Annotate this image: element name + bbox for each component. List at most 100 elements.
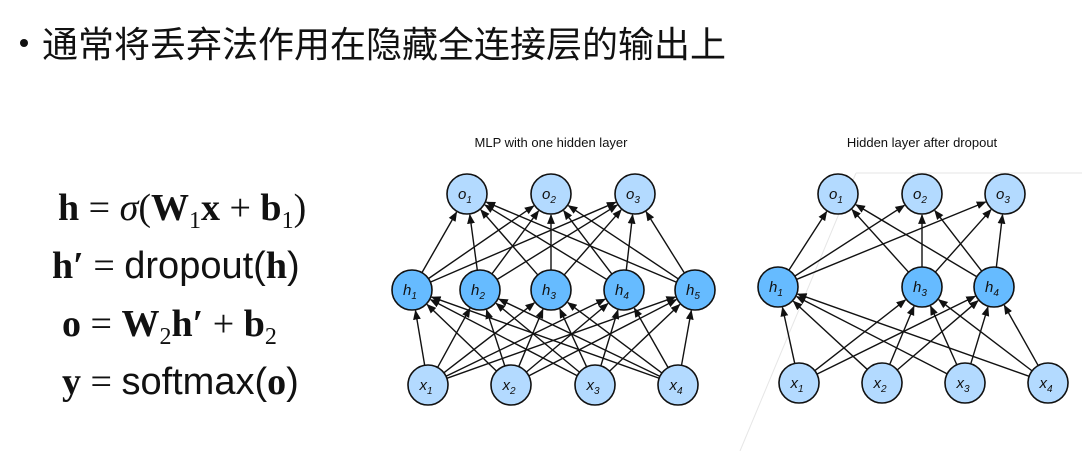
formula-softmax: y = softmax(o) xyxy=(62,360,299,404)
node-letter: x xyxy=(501,377,510,394)
hidden-h4-node: h4 xyxy=(973,266,1015,308)
output-o2-circle xyxy=(530,173,572,215)
node-subscript: 4 xyxy=(1047,384,1053,395)
edge-arrow xyxy=(995,213,1006,268)
node-letter: h xyxy=(913,279,921,296)
hidden-h3-label: h3 xyxy=(913,279,927,299)
formula-paren: ) xyxy=(286,245,300,287)
output-o1-label: o1 xyxy=(829,186,843,206)
node-letter: o xyxy=(996,186,1004,203)
edge-arrow xyxy=(495,302,581,373)
node-subscript: 1 xyxy=(411,291,417,302)
node-letter: o xyxy=(458,186,466,203)
node-letter: x xyxy=(1038,375,1047,392)
formula-sigma: σ xyxy=(119,187,139,229)
edge-arrow xyxy=(889,305,915,365)
input-x3-circle xyxy=(574,364,616,406)
formula-x: x xyxy=(200,187,220,229)
edge-arrow xyxy=(429,299,578,377)
input-x2-node: x2 xyxy=(490,364,532,406)
node-subscript: 5 xyxy=(694,291,700,302)
formula-sub: 2 xyxy=(159,324,172,350)
node-letter: h xyxy=(471,282,479,299)
hidden-h2-node: h2 xyxy=(459,269,501,311)
decor-line xyxy=(739,172,857,451)
output-o2-node: o2 xyxy=(530,173,572,215)
node-letter: h xyxy=(542,282,550,299)
node-letter: o xyxy=(913,186,921,203)
hidden-h2-label: h2 xyxy=(471,282,485,302)
node-subscript: 1 xyxy=(798,384,804,395)
node-letter: h xyxy=(403,282,411,299)
output-o1-circle xyxy=(817,173,859,215)
formula-weight: W xyxy=(150,187,189,229)
input-x4-label: x4 xyxy=(1038,375,1053,395)
edge-arrow xyxy=(970,306,990,365)
formula-function: dropout( xyxy=(124,245,266,287)
output-o3-circle xyxy=(614,173,656,215)
hidden-h3-node: h3 xyxy=(530,269,572,311)
edge-arrow xyxy=(430,201,617,283)
edge-arrow xyxy=(855,204,978,278)
hidden-h4-circle xyxy=(973,266,1015,308)
hidden-h3-label: h3 xyxy=(542,282,556,302)
node-subscript: 4 xyxy=(993,288,999,299)
edge-arrow xyxy=(794,204,906,277)
formula-plus: + xyxy=(229,187,251,229)
node-subscript: 1 xyxy=(777,288,783,299)
formula-sub: 1 xyxy=(188,208,201,234)
formula-dropout: h′ = dropout(h) xyxy=(52,244,300,288)
node-subscript: 2 xyxy=(549,195,556,206)
edge-arrow xyxy=(896,300,979,371)
node-letter: o xyxy=(626,186,634,203)
formula-h: h′ xyxy=(171,303,204,345)
hidden-h4-label: h4 xyxy=(985,279,999,299)
node-letter: x xyxy=(585,377,594,394)
hidden-h1-circle xyxy=(757,266,799,308)
input-x2-node: x2 xyxy=(861,362,903,404)
edge-arrow xyxy=(436,307,471,368)
edge-arrow xyxy=(934,208,992,273)
edge-arrow xyxy=(780,306,796,364)
formula-weight: W xyxy=(121,303,160,345)
formula-lhs: y xyxy=(62,361,81,403)
node-letter: x xyxy=(872,375,881,392)
output-o3-node: o3 xyxy=(614,173,656,215)
edge-arrow xyxy=(528,299,678,377)
input-x1-circle xyxy=(778,362,820,404)
node-subscript: 3 xyxy=(550,291,556,302)
node-letter: x xyxy=(955,375,964,392)
hidden-h2-circle xyxy=(459,269,501,311)
hidden-h3-circle xyxy=(901,266,943,308)
formula-paren: ) xyxy=(286,361,299,403)
formula-function: softmax( xyxy=(121,361,268,403)
edge-arrow xyxy=(814,299,907,372)
output-o1-label: o1 xyxy=(458,186,472,206)
input-x1-label: x1 xyxy=(789,375,803,395)
hidden-h4-node: h4 xyxy=(603,269,645,311)
node-subscript: 2 xyxy=(880,384,887,395)
edge-arrow xyxy=(796,293,1030,377)
input-x2-label: x2 xyxy=(872,375,887,395)
node-subscript: 2 xyxy=(920,195,927,206)
output-o3-label: o3 xyxy=(996,186,1010,206)
output-o1-node: o1 xyxy=(817,173,859,215)
node-subscript: 3 xyxy=(594,386,600,397)
node-letter: h xyxy=(686,282,694,299)
edge-arrow xyxy=(567,301,663,374)
edge-arrow xyxy=(792,300,868,370)
edge-arrow xyxy=(467,213,479,271)
input-x3-node: x3 xyxy=(944,362,986,404)
formula-bias: b xyxy=(243,303,265,345)
output-o1-node: o1 xyxy=(446,173,488,215)
formula-eq: = xyxy=(90,361,112,403)
formula-eq: = xyxy=(93,245,115,287)
input-x2-circle xyxy=(861,362,903,404)
formula-lhs: o xyxy=(62,303,81,345)
edge-arrow xyxy=(633,307,669,368)
edge-arrow xyxy=(937,299,1033,372)
node-letter: h xyxy=(769,279,777,296)
input-x4-circle xyxy=(1027,362,1069,404)
